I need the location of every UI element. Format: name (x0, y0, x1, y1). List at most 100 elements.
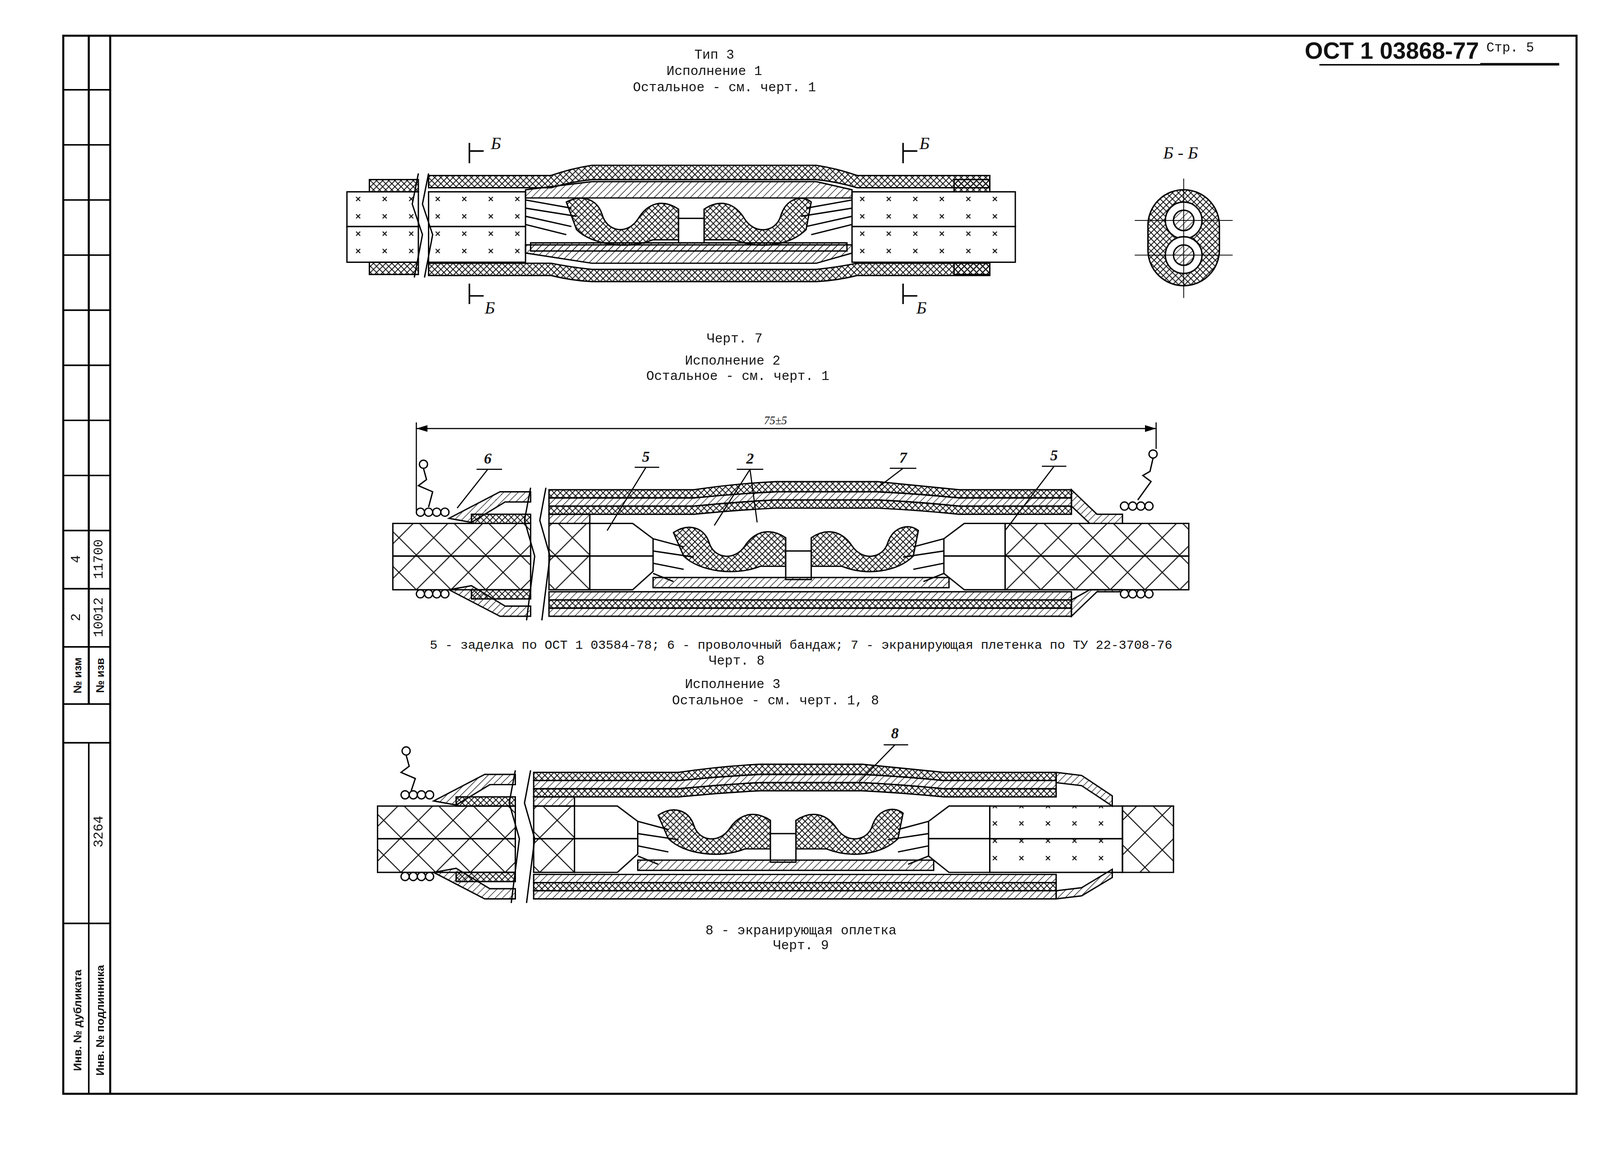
parts-legend-note: 5 - заделка по ОСТ 1 03584-78; 6 - прово… (428, 638, 1174, 653)
stamp-cell: Инв. № дубликата (70, 968, 85, 1073)
stamp-cell: 10012 (92, 596, 108, 639)
section-b-b (1134, 178, 1233, 298)
ground-leads-part (1137, 458, 1154, 501)
wire-bandage-part (432, 589, 442, 598)
leader-lines-part (457, 469, 503, 509)
stamp-cell: 4 (70, 553, 86, 564)
splice-drawing-core-part (548, 591, 1072, 601)
splice-drawing-3-right-part (1122, 806, 1174, 873)
section-letter: Б (918, 133, 931, 154)
figure-number: Черт. 9 (772, 939, 831, 955)
splice-drawing-core-part (548, 556, 590, 591)
document-code: ОСТ 1 03868-77 (1303, 37, 1480, 65)
splice-drawing-1-part (428, 263, 990, 282)
stamp-grid (63, 89, 111, 1094)
stamp-grid-part (63, 419, 111, 422)
sheet-frame-part (87, 35, 90, 704)
dimension-line-part (416, 427, 1156, 429)
splice-drawing-1 (347, 165, 1016, 282)
stamp-grid-part (63, 474, 111, 477)
variant-heading: Исполнение 2 (683, 354, 782, 371)
splice-drawing-3-right-part (990, 806, 1123, 839)
dimension-line-part (1155, 422, 1157, 450)
ground-leads-part (401, 755, 416, 791)
sheet-frame-part (109, 35, 112, 1094)
splice-drawing-2-right-part-part (1128, 589, 1137, 598)
stamp-grid-part (63, 199, 111, 201)
leader-lines-part (714, 469, 764, 526)
stamp-grid-part (63, 364, 111, 366)
splice-drawing-core-part (548, 608, 1072, 617)
stamp-grid-part (63, 587, 111, 590)
stamp-cell: 2 (70, 612, 86, 623)
splice-drawing-core-part (652, 577, 949, 588)
section-b-b-part (1134, 178, 1233, 298)
stamp-grid-part (63, 703, 111, 705)
stamp-grid-part (88, 742, 90, 1094)
splice-drawing-3-right-part (990, 838, 1123, 873)
section-marks (469, 142, 918, 305)
variant-heading: Исполнение 3 (683, 678, 782, 694)
dimension-value: 75±5 (763, 413, 789, 427)
splice-drawing-core-part (589, 523, 653, 557)
splice-drawing-core-part (471, 589, 531, 599)
callout-number: 2 (745, 450, 755, 469)
splice-drawing-core-part (903, 538, 944, 582)
splice-drawing-1-part (954, 179, 991, 192)
leader-lines-part (607, 467, 660, 531)
dimension-line-part (415, 422, 417, 511)
wire-bandage-part (424, 508, 433, 517)
type-heading: Тип 3 (693, 48, 736, 64)
splice-drawing-core-part (392, 556, 531, 591)
splice-drawing-3-right (990, 772, 1174, 900)
stamp-cell: № изв (93, 656, 107, 695)
splice-drawing-2-right-part-part (1144, 589, 1154, 598)
wire-bandage-part (432, 508, 442, 517)
sheet-frame-part (63, 35, 1577, 1094)
splice-drawing-2-right-part-part (1136, 502, 1145, 511)
stamp-grid-part (63, 922, 111, 925)
splice-drawing-core-part (449, 585, 531, 617)
splice-drawing-core (392, 481, 1072, 621)
splice-drawing-1-part (852, 192, 1016, 227)
sheet-frame (63, 35, 1577, 1094)
section-marks-part (469, 283, 484, 305)
splice-drawing-core-part (471, 514, 531, 524)
splice-drawing-core-part (548, 600, 1072, 609)
reference-note: Остальное - см. черт. 1 (645, 370, 831, 386)
splice-drawing-2-right-part-part (1144, 502, 1154, 511)
splice-drawing-core-part (548, 523, 590, 557)
splice-drawing-1-part (412, 173, 423, 278)
wire-bandage-part (441, 508, 450, 517)
leader-lines-part (877, 468, 917, 488)
splice-drawing-1-part (347, 192, 419, 227)
ground-leads-part (418, 468, 433, 508)
reference-note: Остальное - см. черт. 1 (632, 81, 818, 97)
splice-drawing-2-right-part-part (1120, 589, 1129, 598)
splice-drawing-1-part (428, 226, 526, 263)
ground-leads-part (419, 459, 428, 469)
callout-number: 5 (641, 448, 651, 466)
splice-drawing-1-part (678, 218, 704, 243)
callout-number: 8 (890, 724, 900, 743)
wire-bandage (416, 508, 449, 599)
splice-drawing-core-part (392, 523, 531, 557)
splice-drawing-1-part (369, 262, 419, 275)
splice-drawing-2-right-part (1004, 523, 1189, 557)
callout-number: 7 (898, 449, 908, 467)
splice-drawing-core-part (524, 487, 535, 621)
section-letter: Б (489, 133, 503, 154)
section-marks-part (469, 142, 484, 164)
wire-bandage-part (424, 589, 433, 598)
splice-drawing-2-right-part (1071, 589, 1123, 617)
leader-lines-part (1004, 466, 1066, 531)
splice-drawing-2-right-part-part (1120, 502, 1129, 511)
stamp-cell: 3264 (92, 814, 108, 849)
splice-drawing-core-part (943, 556, 1005, 591)
section-title: Б - Б (1162, 143, 1200, 164)
splice-drawing-1-part (954, 262, 991, 275)
figure-number: Черт. 7 (705, 332, 764, 348)
splice-drawing-1-part (525, 181, 853, 198)
figure-number: Черт. 8 (708, 654, 766, 671)
